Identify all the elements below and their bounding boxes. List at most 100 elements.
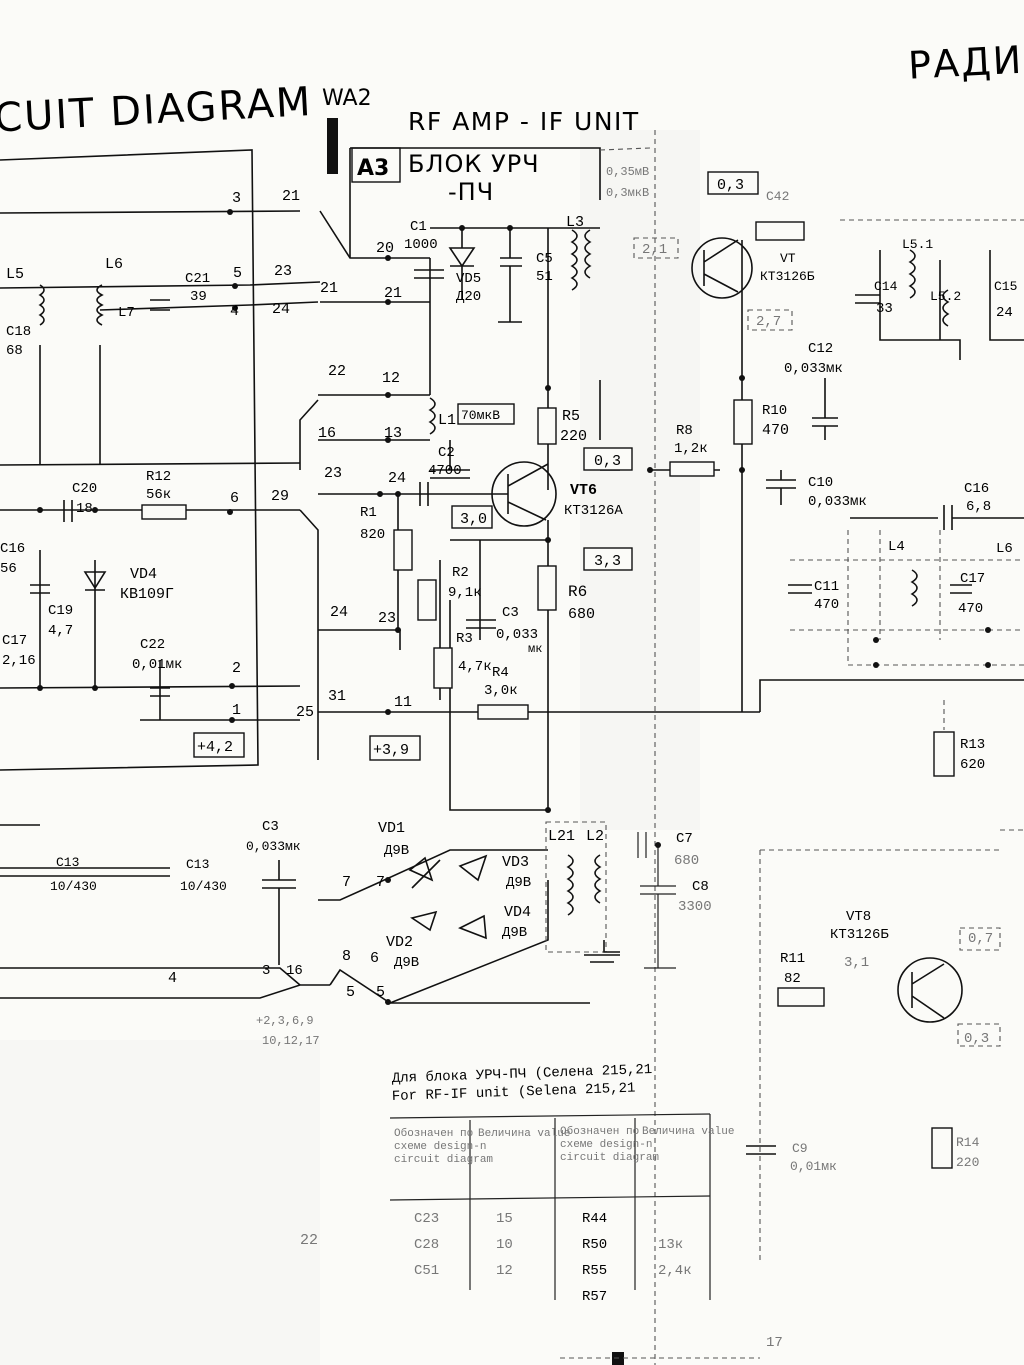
svg-text:C3: C3 xyxy=(502,605,519,621)
cap-c5: C5 51 xyxy=(498,228,553,323)
svg-text:4: 4 xyxy=(230,303,239,320)
svg-text:C7: C7 xyxy=(676,831,693,847)
svg-text:220: 220 xyxy=(560,428,587,445)
lower-left-pins: 3 16 4 +2,3,6,9 10,12,17 22 xyxy=(0,963,330,1249)
svg-text:C19: C19 xyxy=(48,603,73,619)
svg-text:820: 820 xyxy=(360,527,385,543)
svg-text:3: 3 xyxy=(232,190,241,207)
svg-text:0,3: 0,3 xyxy=(594,453,621,470)
transistor-vt6: VT6 КТ3126А xyxy=(491,461,623,527)
svg-text:+3,9: +3,9 xyxy=(373,742,409,759)
cap-c21: C21 39 xyxy=(185,271,210,305)
svg-text:220: 220 xyxy=(956,1155,979,1170)
parts-table-cell: 13к xyxy=(658,1237,683,1253)
cap-input-c xyxy=(419,482,429,506)
svg-text:4: 4 xyxy=(168,970,177,987)
svg-text:R10: R10 xyxy=(762,403,787,419)
svg-text:VT: VT xyxy=(780,251,796,266)
parts-table-cell: C23 xyxy=(414,1211,439,1227)
cap-c10: C10 0,033мк xyxy=(766,470,867,510)
svg-text:680: 680 xyxy=(674,853,699,869)
svg-text:24: 24 xyxy=(996,305,1013,321)
page-title-left: CUIT DIAGRAM xyxy=(0,79,313,142)
parts-table-cell: 15 xyxy=(496,1211,513,1227)
resistor-r6: R6 680 xyxy=(537,565,595,623)
voltage-box-3-9: +3,9 xyxy=(369,735,421,761)
svg-text:5: 5 xyxy=(346,984,355,1001)
svg-text:C18: C18 xyxy=(6,324,31,340)
svg-text:C8: C8 xyxy=(692,879,709,895)
svg-text:17: 17 xyxy=(766,1335,783,1351)
antenna-bar xyxy=(327,118,338,174)
svg-text:2,7: 2,7 xyxy=(756,314,781,330)
svg-text:20: 20 xyxy=(376,240,394,257)
svg-text:L5: L5 xyxy=(6,266,24,283)
svg-text:R12: R12 xyxy=(146,469,171,485)
parts-table-cell: C28 xyxy=(414,1237,439,1253)
resistor-r11: R11 82 xyxy=(777,951,825,1007)
unit-pins: 21 20 21 22 12 16 13 23 24 24 23 31 11 xyxy=(318,240,412,711)
svg-text:R4: R4 xyxy=(492,665,509,681)
svg-text:КТ3126А: КТ3126А xyxy=(564,503,623,519)
svg-text:11: 11 xyxy=(394,694,412,711)
svg-text:L1: L1 xyxy=(438,412,456,429)
svg-text:VT8: VT8 xyxy=(846,909,871,925)
svg-text:29: 29 xyxy=(271,488,289,505)
svg-text:L6: L6 xyxy=(105,256,123,273)
voltage-box-4-2: +4,2 xyxy=(193,732,245,758)
svg-text:C12: C12 xyxy=(808,341,833,357)
svg-text:R5: R5 xyxy=(562,408,580,425)
svg-text:VT6: VT6 xyxy=(570,482,597,499)
svg-text:КТ3126Б: КТ3126Б xyxy=(760,269,815,284)
svg-text:0,033: 0,033 xyxy=(496,627,538,643)
svg-text:470: 470 xyxy=(762,422,789,439)
resistor-r8: R8 1,2к xyxy=(669,423,715,477)
resistor-r12: R12 56к xyxy=(141,469,187,520)
svg-text:VD4: VD4 xyxy=(130,566,157,583)
svg-text:8: 8 xyxy=(342,948,351,965)
svg-text:Д9В: Д9В xyxy=(384,843,409,859)
svg-text:16: 16 xyxy=(286,963,303,979)
svg-text:R13: R13 xyxy=(960,737,985,753)
svg-text:5: 5 xyxy=(376,984,385,1001)
unit-title-ru-1: БЛОК УРЧ xyxy=(408,150,540,178)
resistor-r5: R5 220 xyxy=(537,407,587,445)
voltage-box-0-3-vt6: 0,3 xyxy=(583,447,633,471)
svg-text:680: 680 xyxy=(568,606,595,623)
svg-text:VD3: VD3 xyxy=(502,854,529,871)
svg-text:Д9В: Д9В xyxy=(394,955,419,971)
svg-text:0,3мкВ: 0,3мкВ xyxy=(606,186,649,200)
parts-table-cell: R55 xyxy=(582,1263,607,1279)
svg-text:C17: C17 xyxy=(960,571,985,587)
svg-text:C20: C20 xyxy=(72,481,97,497)
svg-text:33: 33 xyxy=(876,301,893,317)
svg-text:VD1: VD1 xyxy=(378,820,405,837)
svg-text:3,0к: 3,0к xyxy=(484,683,518,699)
page-title-right: РАДИО xyxy=(907,36,1024,88)
svg-text:18: 18 xyxy=(76,501,93,517)
svg-text:21: 21 xyxy=(320,280,338,297)
svg-text:3: 3 xyxy=(262,963,270,979)
svg-text:0,033мк: 0,033мк xyxy=(246,839,301,854)
bottom-misc: 17 xyxy=(560,1335,783,1365)
svg-text:6,8: 6,8 xyxy=(966,499,991,515)
left-panel-frame xyxy=(0,149,259,771)
resistor-r1: R1 820 xyxy=(360,505,413,571)
cap-c9: C9 0,01мк xyxy=(746,1141,837,1174)
resistor-r14: R14 220 xyxy=(931,1127,980,1170)
svg-text:1: 1 xyxy=(232,702,241,719)
lower-left-caps: C13 10/430 C13 10/430 xyxy=(0,824,227,894)
svg-text:R11: R11 xyxy=(780,951,805,967)
cap-c1: C1 1000 xyxy=(404,219,444,279)
svg-text:C22: C22 xyxy=(140,637,165,653)
block-id-box xyxy=(351,147,401,183)
svg-text:L3: L3 xyxy=(566,214,584,231)
svg-text:Д20: Д20 xyxy=(456,289,481,305)
voltage-box-2-7: 2,7 xyxy=(747,309,793,331)
svg-text:L5.2: L5.2 xyxy=(930,289,961,304)
svg-text:2,16: 2,16 xyxy=(2,653,36,669)
parts-table-cell: 12 xyxy=(496,1263,513,1279)
svg-text:3,0: 3,0 xyxy=(460,511,487,528)
